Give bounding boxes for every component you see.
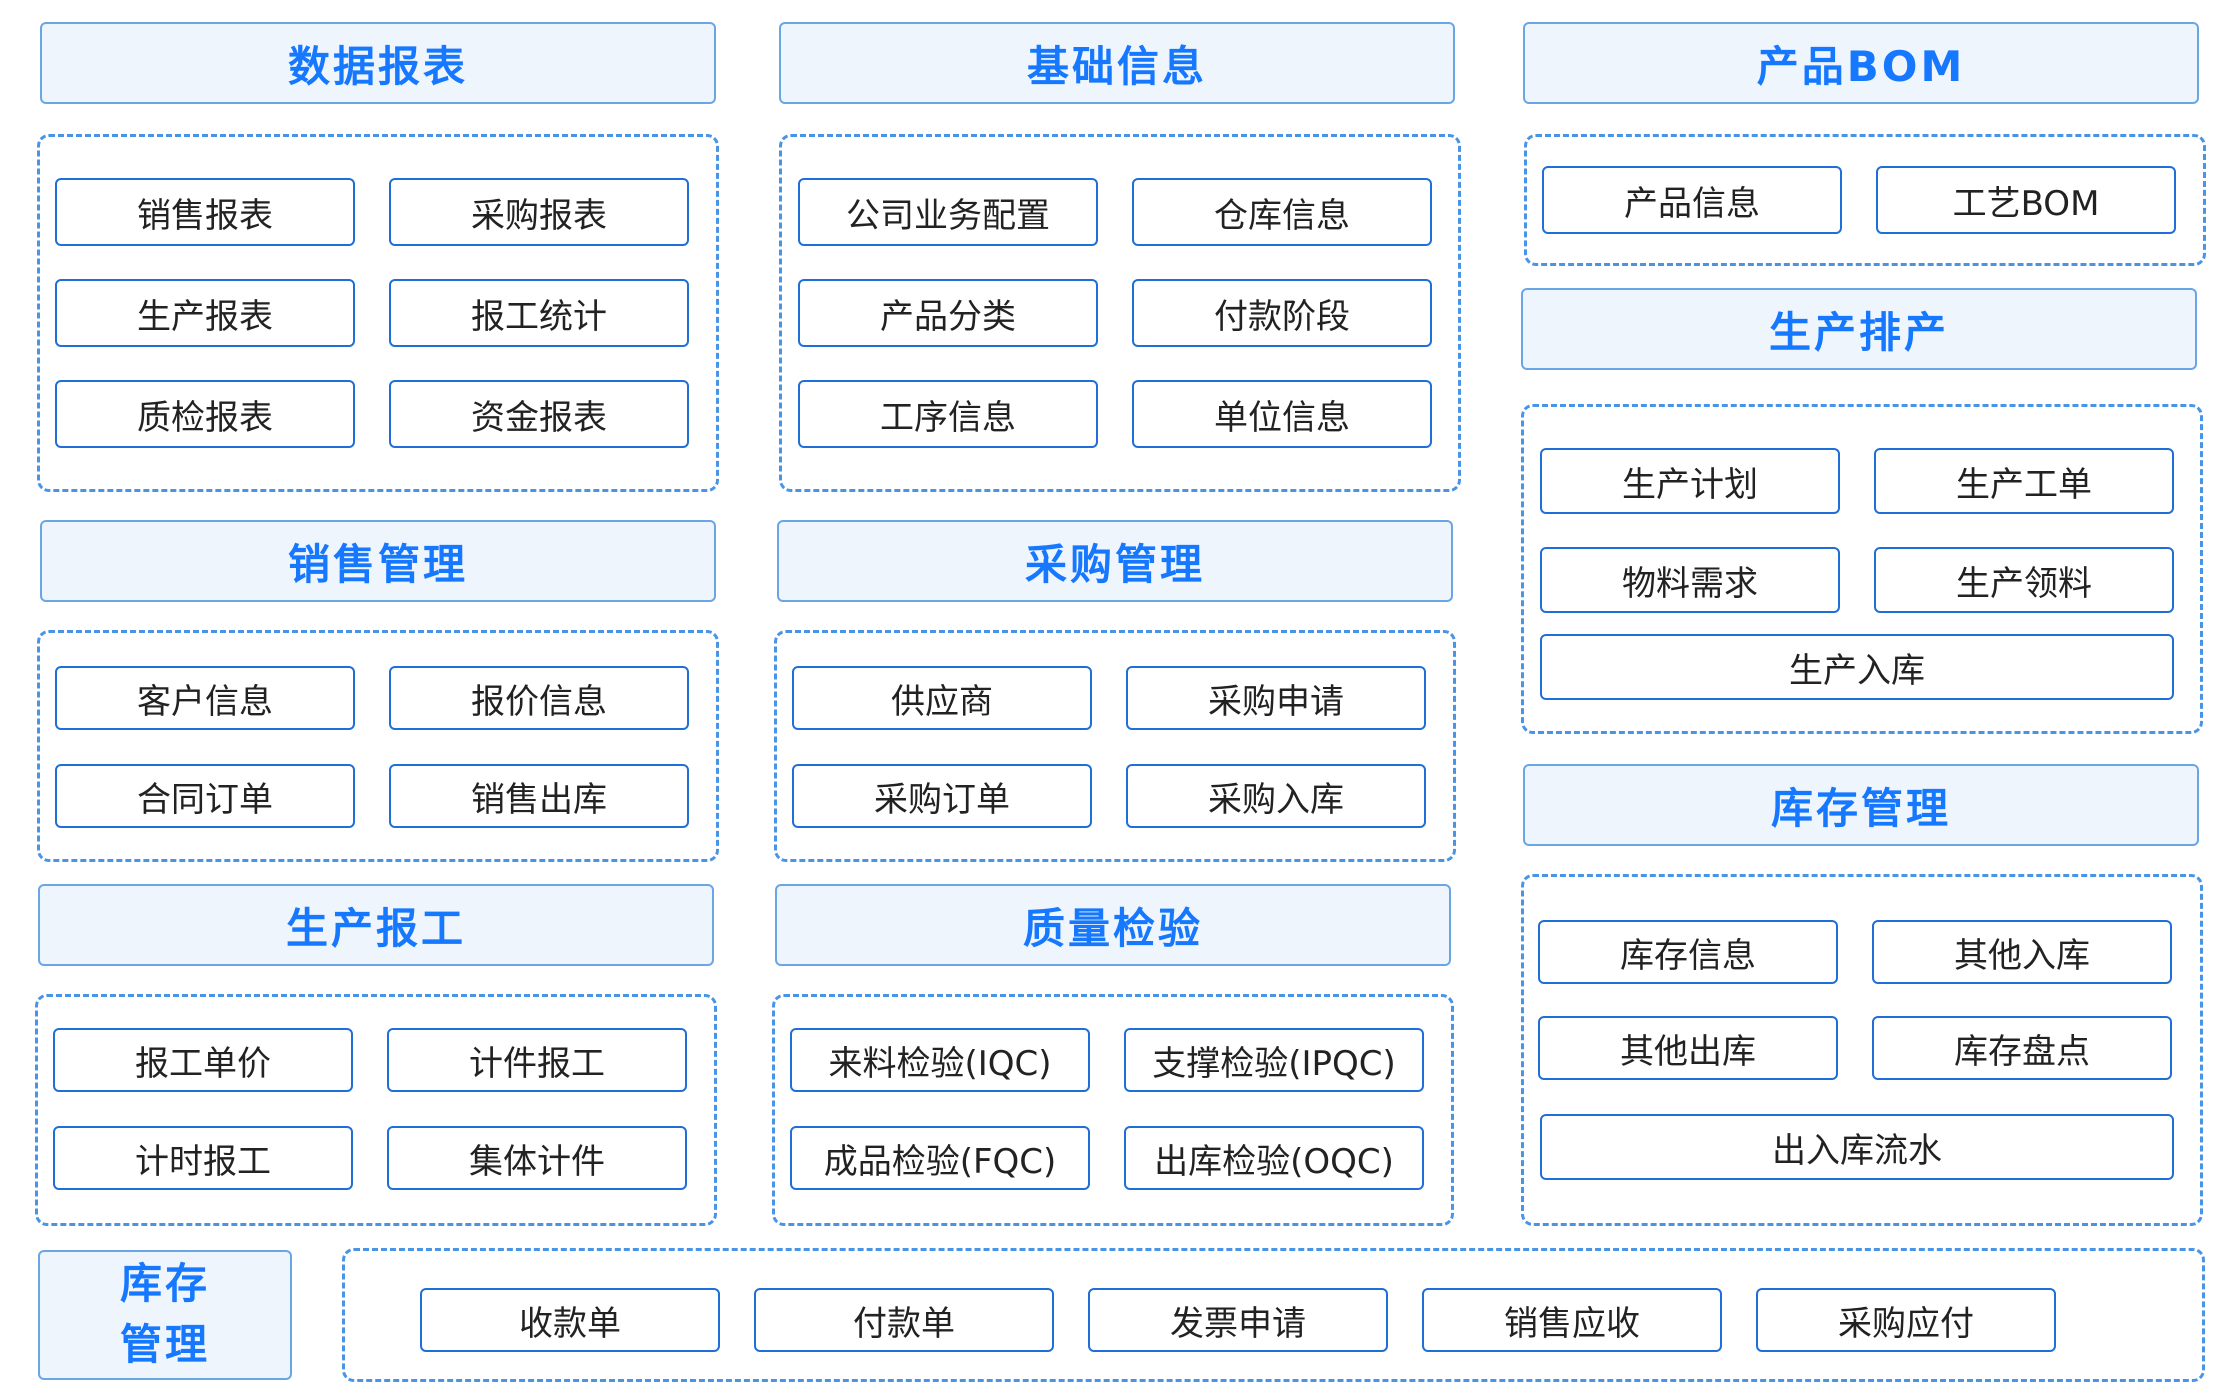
item-purchase-payable[interactable]: 采购应付 (1756, 1288, 2056, 1352)
module-header-product-bom: 产品BOM (1523, 22, 2199, 104)
item-process-bom[interactable]: 工艺BOM (1876, 166, 2176, 234)
module-header-basic-info: 基础信息 (779, 22, 1455, 104)
item-purchase-request[interactable]: 采购申请 (1126, 666, 1426, 730)
item-contract-order[interactable]: 合同订单 (55, 764, 355, 828)
group-basic-info (779, 134, 1461, 492)
item-product-category[interactable]: 产品分类 (798, 279, 1098, 347)
item-work-unit-price[interactable]: 报工单价 (53, 1028, 353, 1092)
module-header-production-scheduling: 生产排产 (1521, 288, 2197, 370)
item-invoice-request[interactable]: 发票申请 (1088, 1288, 1388, 1352)
item-quote-info[interactable]: 报价信息 (389, 666, 689, 730)
module-header-line-2: 管理 (119, 1320, 210, 1369)
group-product-bom (1524, 134, 2206, 266)
item-receipt-note[interactable]: 收款单 (420, 1288, 720, 1352)
item-process-info[interactable]: 工序信息 (798, 380, 1098, 448)
item-sales-report[interactable]: 销售报表 (55, 178, 355, 246)
item-other-inbound[interactable]: 其他入库 (1872, 920, 2172, 984)
module-header-purchase-management: 采购管理 (777, 520, 1453, 602)
module-header-line-1: 库存 (119, 1259, 210, 1309)
item-warehouse-info[interactable]: 仓库信息 (1132, 178, 1432, 246)
group-production-reporting (35, 994, 717, 1226)
item-piecework-report[interactable]: 计件报工 (387, 1028, 687, 1092)
item-payment-stage[interactable]: 付款阶段 (1132, 279, 1432, 347)
item-supplier[interactable]: 供应商 (792, 666, 1092, 730)
item-quality-report[interactable]: 质检报表 (55, 380, 355, 448)
module-header-quality-inspection: 质量检验 (775, 884, 1451, 966)
group-purchase-management (774, 630, 1456, 862)
module-header-bottom-inventory: 库存 管理 (38, 1250, 292, 1380)
item-stock-count[interactable]: 库存盘点 (1872, 1016, 2172, 1080)
item-purchase-inbound[interactable]: 采购入库 (1126, 764, 1426, 828)
item-material-picking[interactable]: 生产领料 (1874, 547, 2174, 613)
item-production-inbound[interactable]: 生产入库 (1540, 634, 2174, 700)
item-material-demand[interactable]: 物料需求 (1540, 547, 1840, 613)
item-final-inspection[interactable]: 成品检验(FQC) (790, 1126, 1090, 1190)
item-funds-report[interactable]: 资金报表 (389, 380, 689, 448)
module-header-production-reporting: 生产报工 (38, 884, 714, 966)
item-hourly-report[interactable]: 计时报工 (53, 1126, 353, 1190)
item-customer-info[interactable]: 客户信息 (55, 666, 355, 730)
group-data-reports (37, 134, 719, 492)
item-group-piecework[interactable]: 集体计件 (387, 1126, 687, 1190)
item-purchase-report[interactable]: 采购报表 (389, 178, 689, 246)
item-payment-note[interactable]: 付款单 (754, 1288, 1054, 1352)
group-inventory-management (1521, 874, 2203, 1226)
item-purchase-order[interactable]: 采购订单 (792, 764, 1092, 828)
item-process-inspection[interactable]: 支撑检验(IPQC) (1124, 1028, 1424, 1092)
item-unit-info[interactable]: 单位信息 (1132, 380, 1432, 448)
item-product-info[interactable]: 产品信息 (1542, 166, 1842, 234)
item-inventory-info[interactable]: 库存信息 (1538, 920, 1838, 984)
group-quality-inspection (772, 994, 1454, 1226)
item-production-workorder[interactable]: 生产工单 (1874, 448, 2174, 514)
module-header-inventory-management: 库存管理 (1523, 764, 2199, 846)
item-sales-receivable[interactable]: 销售应收 (1422, 1288, 1722, 1352)
item-inventory-flow[interactable]: 出入库流水 (1540, 1114, 2174, 1180)
item-production-report[interactable]: 生产报表 (55, 279, 355, 347)
group-sales-management (37, 630, 719, 862)
group-production-scheduling (1521, 404, 2203, 734)
item-company-config[interactable]: 公司业务配置 (798, 178, 1098, 246)
item-other-outbound[interactable]: 其他出库 (1538, 1016, 1838, 1080)
item-production-plan[interactable]: 生产计划 (1540, 448, 1840, 514)
group-bottom-inventory (342, 1248, 2205, 1382)
item-sales-outbound[interactable]: 销售出库 (389, 764, 689, 828)
module-header-sales-management: 销售管理 (40, 520, 716, 602)
module-header-data-reports: 数据报表 (40, 22, 716, 104)
item-work-report-stats[interactable]: 报工统计 (389, 279, 689, 347)
item-incoming-inspection[interactable]: 来料检验(IQC) (790, 1028, 1090, 1092)
item-outbound-inspection[interactable]: 出库检验(OQC) (1124, 1126, 1424, 1190)
